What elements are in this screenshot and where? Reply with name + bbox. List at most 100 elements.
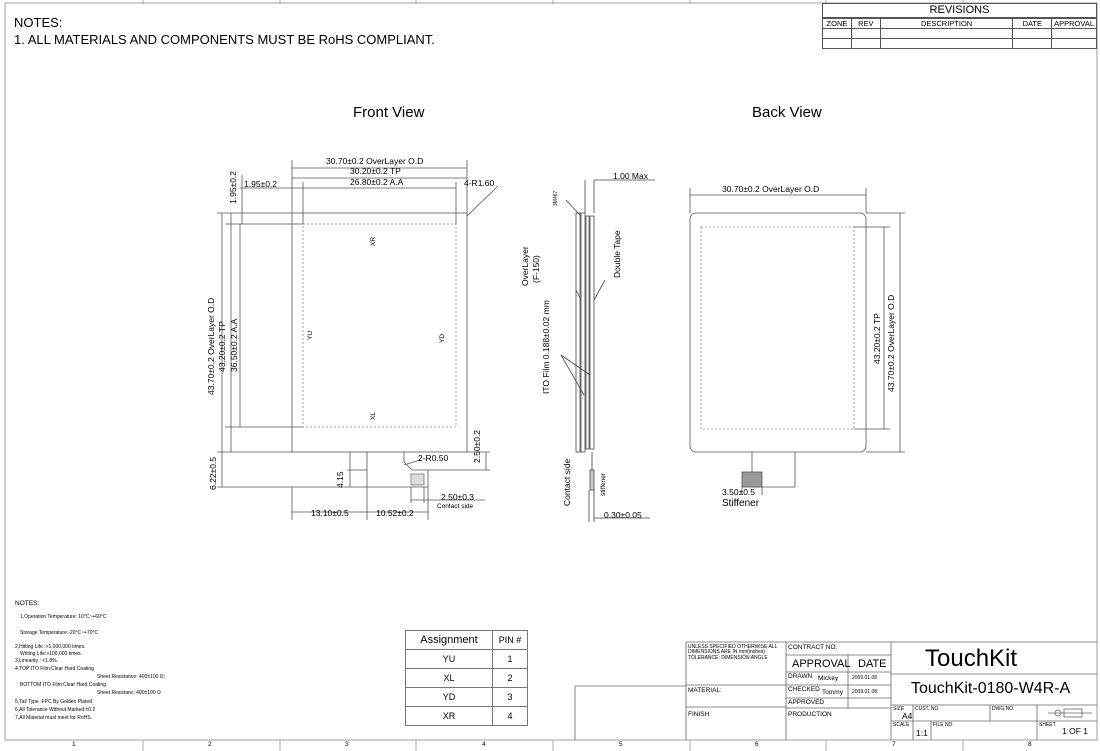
- approval-label: APPROVAL: [792, 658, 851, 670]
- drawn-date: 2009.01.08: [852, 675, 878, 681]
- revisions-col-approval: APPROVAL: [1051, 18, 1097, 29]
- material-label: MATERIAL:: [688, 687, 722, 694]
- front-contact-width-dim: 2.50±0.3: [441, 492, 475, 502]
- spec-note-line: Sheet Resistanc: 400±100 Ω: [97, 690, 161, 696]
- revisions-title: REVISIONS: [822, 3, 1097, 18]
- front-bottom-tail-dim: 10.52±0.2: [376, 508, 414, 518]
- revisions-table: REVISIONS ZONE REV DESCRIPTION DATE APPR…: [822, 3, 1097, 49]
- side-ito-film-label: ITO Film 0.188±0.02 mm: [541, 300, 551, 394]
- side-stiffener-label: stiffener: [600, 472, 607, 496]
- border-col-number: 7: [892, 741, 896, 748]
- tolerance-note: UNLESS SPECIFIED OTHERWISE ALL DIMENSION…: [688, 644, 778, 661]
- border-col-number: 2: [208, 741, 212, 748]
- assignment-table: Assignment PIN # YU 1 XL 2 YD 3 XR 4: [405, 630, 528, 726]
- spec-note-line: 3,Linearity : <1.8%.: [15, 658, 58, 664]
- checked-label: CHECKED: [788, 686, 820, 693]
- spec-note-line: 7,All Material must meet for RoHS.: [15, 715, 92, 721]
- spec-note-line: 2,Hitting Life :>1,000,000 times.: [15, 644, 86, 650]
- front-xl-label: XL: [370, 412, 377, 420]
- size-label: SIZE: [893, 706, 905, 712]
- checked-by: Tommy: [822, 689, 843, 696]
- front-bottom-left-dim: 13.10±0.5: [311, 508, 349, 518]
- title-block-frame: [574, 641, 1097, 740]
- pin-cell: 3: [492, 687, 528, 707]
- table-row: YU 1: [405, 649, 528, 669]
- scale-value: 1:1: [916, 728, 928, 738]
- front-top-gap-dim: 1.95±0.2: [228, 170, 238, 204]
- approved-label: APPROVED: [788, 699, 825, 706]
- front-yu-label: YU: [307, 330, 314, 340]
- assignment-header: Assignment: [405, 630, 493, 650]
- finish-label: FINISH: [688, 711, 710, 718]
- side-view-outline: [560, 179, 655, 522]
- front-v-aa-dim: 36.50±0.2 A.A: [229, 318, 239, 372]
- file-no-label: FILE NO.: [933, 722, 954, 728]
- table-row: YD 3: [405, 687, 528, 707]
- assignment-cell: XR: [405, 706, 493, 726]
- front-yd-label: YD: [439, 333, 446, 343]
- side-max-dim: 1.00 Max: [613, 171, 648, 181]
- spec-note-line: Sheet Resistance: 400±100 Ω;: [97, 674, 165, 680]
- cust-no-label: CUST. NO.: [915, 706, 940, 712]
- front-tail-len-dim: 6.22±0.5: [208, 456, 218, 490]
- size-value: A4: [902, 711, 913, 721]
- pin-cell: 4: [492, 706, 528, 726]
- spec-note-line: 5,Tail Type :FPC By Golden Plated: [15, 699, 92, 705]
- back-view-title: Back View: [752, 104, 822, 121]
- front-right-250-dim: 2.50±0.2: [472, 429, 482, 463]
- side-double-tape-label: Double Tape: [612, 230, 622, 278]
- sheet-label: SHEET: [1039, 722, 1056, 728]
- border-col-number: 1: [72, 741, 76, 748]
- sheet-value: 1 OF 1: [1062, 726, 1088, 736]
- border-col-number: 3: [345, 741, 349, 748]
- front-view-outline: [217, 160, 499, 520]
- front-left-gap-dim: 1.95±0.2: [244, 179, 278, 189]
- border-col-number: 5: [619, 741, 623, 748]
- spec-note-line: Writing Life:>100,000 times.: [20, 651, 83, 657]
- contract-no-label: CONTRACT NO.: [788, 644, 838, 651]
- checked-date: 2009.01.08: [852, 689, 878, 695]
- table-row: XL 2: [405, 668, 528, 688]
- border-col-number: 4: [482, 741, 486, 748]
- spec-note-line: 1,Operation Temperature: 10°C~+60°C: [20, 614, 107, 620]
- scale-label: SCALE: [893, 722, 910, 728]
- pin-header: PIN #: [492, 630, 528, 650]
- part-number: TouchKit-0180-W4R-A: [911, 680, 1071, 697]
- front-view-title: Front View: [353, 104, 425, 121]
- assignment-cell: XL: [405, 668, 493, 688]
- front-v-tp-dim: 43.20±0.2 TP: [217, 321, 227, 372]
- back-v-overlay-od-dim: 43.70±0.2 OverLayer O.D: [886, 294, 896, 392]
- spec-note-line: 6,All Tolerance Without Marked:±0.2: [15, 707, 96, 713]
- side-f150-label: (F-150): [531, 255, 541, 283]
- side-contact-side-label: Contact side: [562, 458, 572, 506]
- front-r050-dim: 2-R0.50: [418, 453, 449, 463]
- notes-line-1: 1. ALL MATERIALS AND COMPONENTS MUST BE …: [14, 32, 435, 47]
- spec-notes-title: NOTES:: [15, 600, 40, 607]
- front-overlay-od-dim: 30.70±0.2 OverLayer O.D: [326, 156, 424, 166]
- border-col-number: 8: [1028, 741, 1032, 748]
- date-label: DATE: [858, 658, 887, 670]
- front-contact-side-label: Contact side: [437, 503, 474, 510]
- back-stiffener-label: Stiffener: [722, 498, 760, 509]
- front-xr-label: XR: [370, 236, 377, 246]
- spec-note-line: BOTTOM ITO Film:Clear Hard Coating: [20, 682, 106, 688]
- back-overlay-od-dim: 30.70±0.2 OverLayer O.D: [722, 184, 820, 194]
- revisions-col-zone: ZONE: [822, 18, 852, 29]
- pin-cell: 1: [492, 649, 528, 669]
- back-view-outline: [689, 188, 905, 495]
- pin-cell: 2: [492, 668, 528, 688]
- side-tape-code: 3M467: [553, 190, 559, 206]
- assignment-cell: YD: [405, 687, 493, 707]
- front-tp-dim: 30.20±0.2 TP: [350, 166, 401, 176]
- notes-title: NOTES:: [14, 15, 63, 30]
- spec-note-line: 4,TOP ITO Film:Clear Hard Coating: [15, 666, 94, 672]
- front-corner-radius: 4-R1.60: [464, 178, 495, 188]
- drawn-by: Mickey: [818, 675, 839, 682]
- back-stiffener-dim: 3.50±0.5: [722, 487, 756, 497]
- spec-note-line: Storage Temperature:-20°C~+70°C: [20, 630, 99, 636]
- assignment-cell: YU: [405, 649, 493, 669]
- front-v-overlay-od-dim: 43.70±0.2 OverLayer O.D: [206, 297, 216, 395]
- revisions-col-rev: REV: [850, 18, 881, 29]
- drawn-label: DRAWN: [788, 673, 813, 680]
